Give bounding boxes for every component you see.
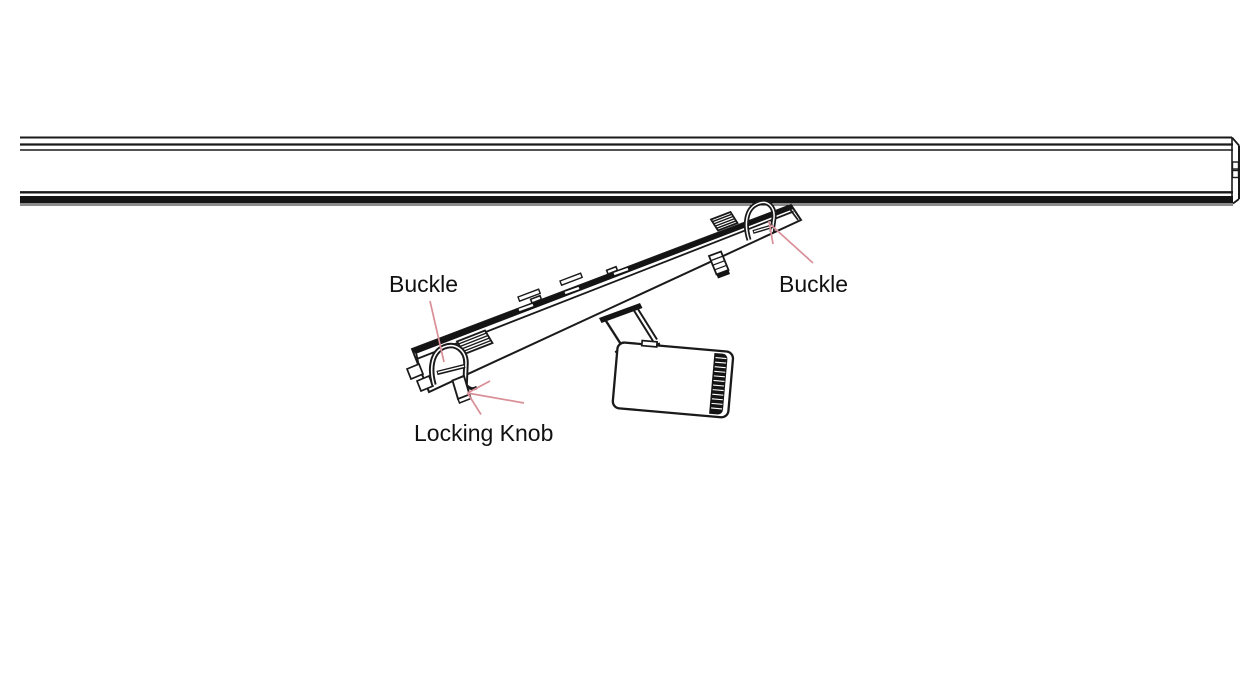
spotlight-head-bezel-ribs bbox=[711, 357, 727, 410]
track-bottom-band bbox=[20, 196, 1233, 204]
track-end-cap bbox=[1231, 136, 1240, 205]
leader-locking-knob-3 bbox=[466, 392, 482, 415]
track-light-fixture bbox=[405, 200, 803, 419]
buckle-left bbox=[429, 342, 479, 391]
spotlight-head-hinge-tab bbox=[640, 339, 659, 348]
adapter-bar-body bbox=[410, 203, 803, 394]
ribbed-grip-left bbox=[455, 329, 494, 356]
adapter-bar-tab bbox=[605, 265, 619, 276]
mounting-arm-strut-right bbox=[636, 306, 658, 341]
leader-buckle-right-short bbox=[768, 220, 774, 245]
adapter-bar-foot bbox=[415, 374, 435, 393]
adapter-bar-right-end-line bbox=[787, 205, 799, 221]
leader-locking-knob-2 bbox=[467, 392, 525, 404]
label-locking-knob: Locking Knob bbox=[414, 420, 554, 446]
label-buckle-left: Buckle bbox=[389, 271, 459, 297]
leader-locking-knob-1 bbox=[467, 380, 491, 394]
mounting-arm-plate bbox=[599, 303, 643, 323]
adapter-bar-foot bbox=[405, 362, 425, 381]
mounting-arm-strut-right bbox=[632, 308, 654, 342]
leader-buckle-left bbox=[429, 300, 445, 363]
locking-knob bbox=[451, 374, 472, 404]
label-buckle-right: Buckle bbox=[779, 271, 849, 297]
track-rail bbox=[20, 136, 1240, 206]
leader-lines bbox=[429, 220, 814, 415]
adapter-bar-tab bbox=[529, 294, 543, 305]
spotlight-head bbox=[611, 339, 735, 419]
adapter-bar-slot bbox=[559, 272, 584, 287]
adapter-bar-top-stripe bbox=[412, 205, 794, 354]
adapter-knob bbox=[707, 250, 730, 279]
spotlight-head-body bbox=[611, 341, 735, 419]
leader-buckle-right-long bbox=[770, 224, 814, 264]
adapter-bar-slot bbox=[517, 288, 542, 303]
adapter-knob-base bbox=[716, 270, 730, 279]
ribbed-grip-right bbox=[709, 210, 739, 232]
